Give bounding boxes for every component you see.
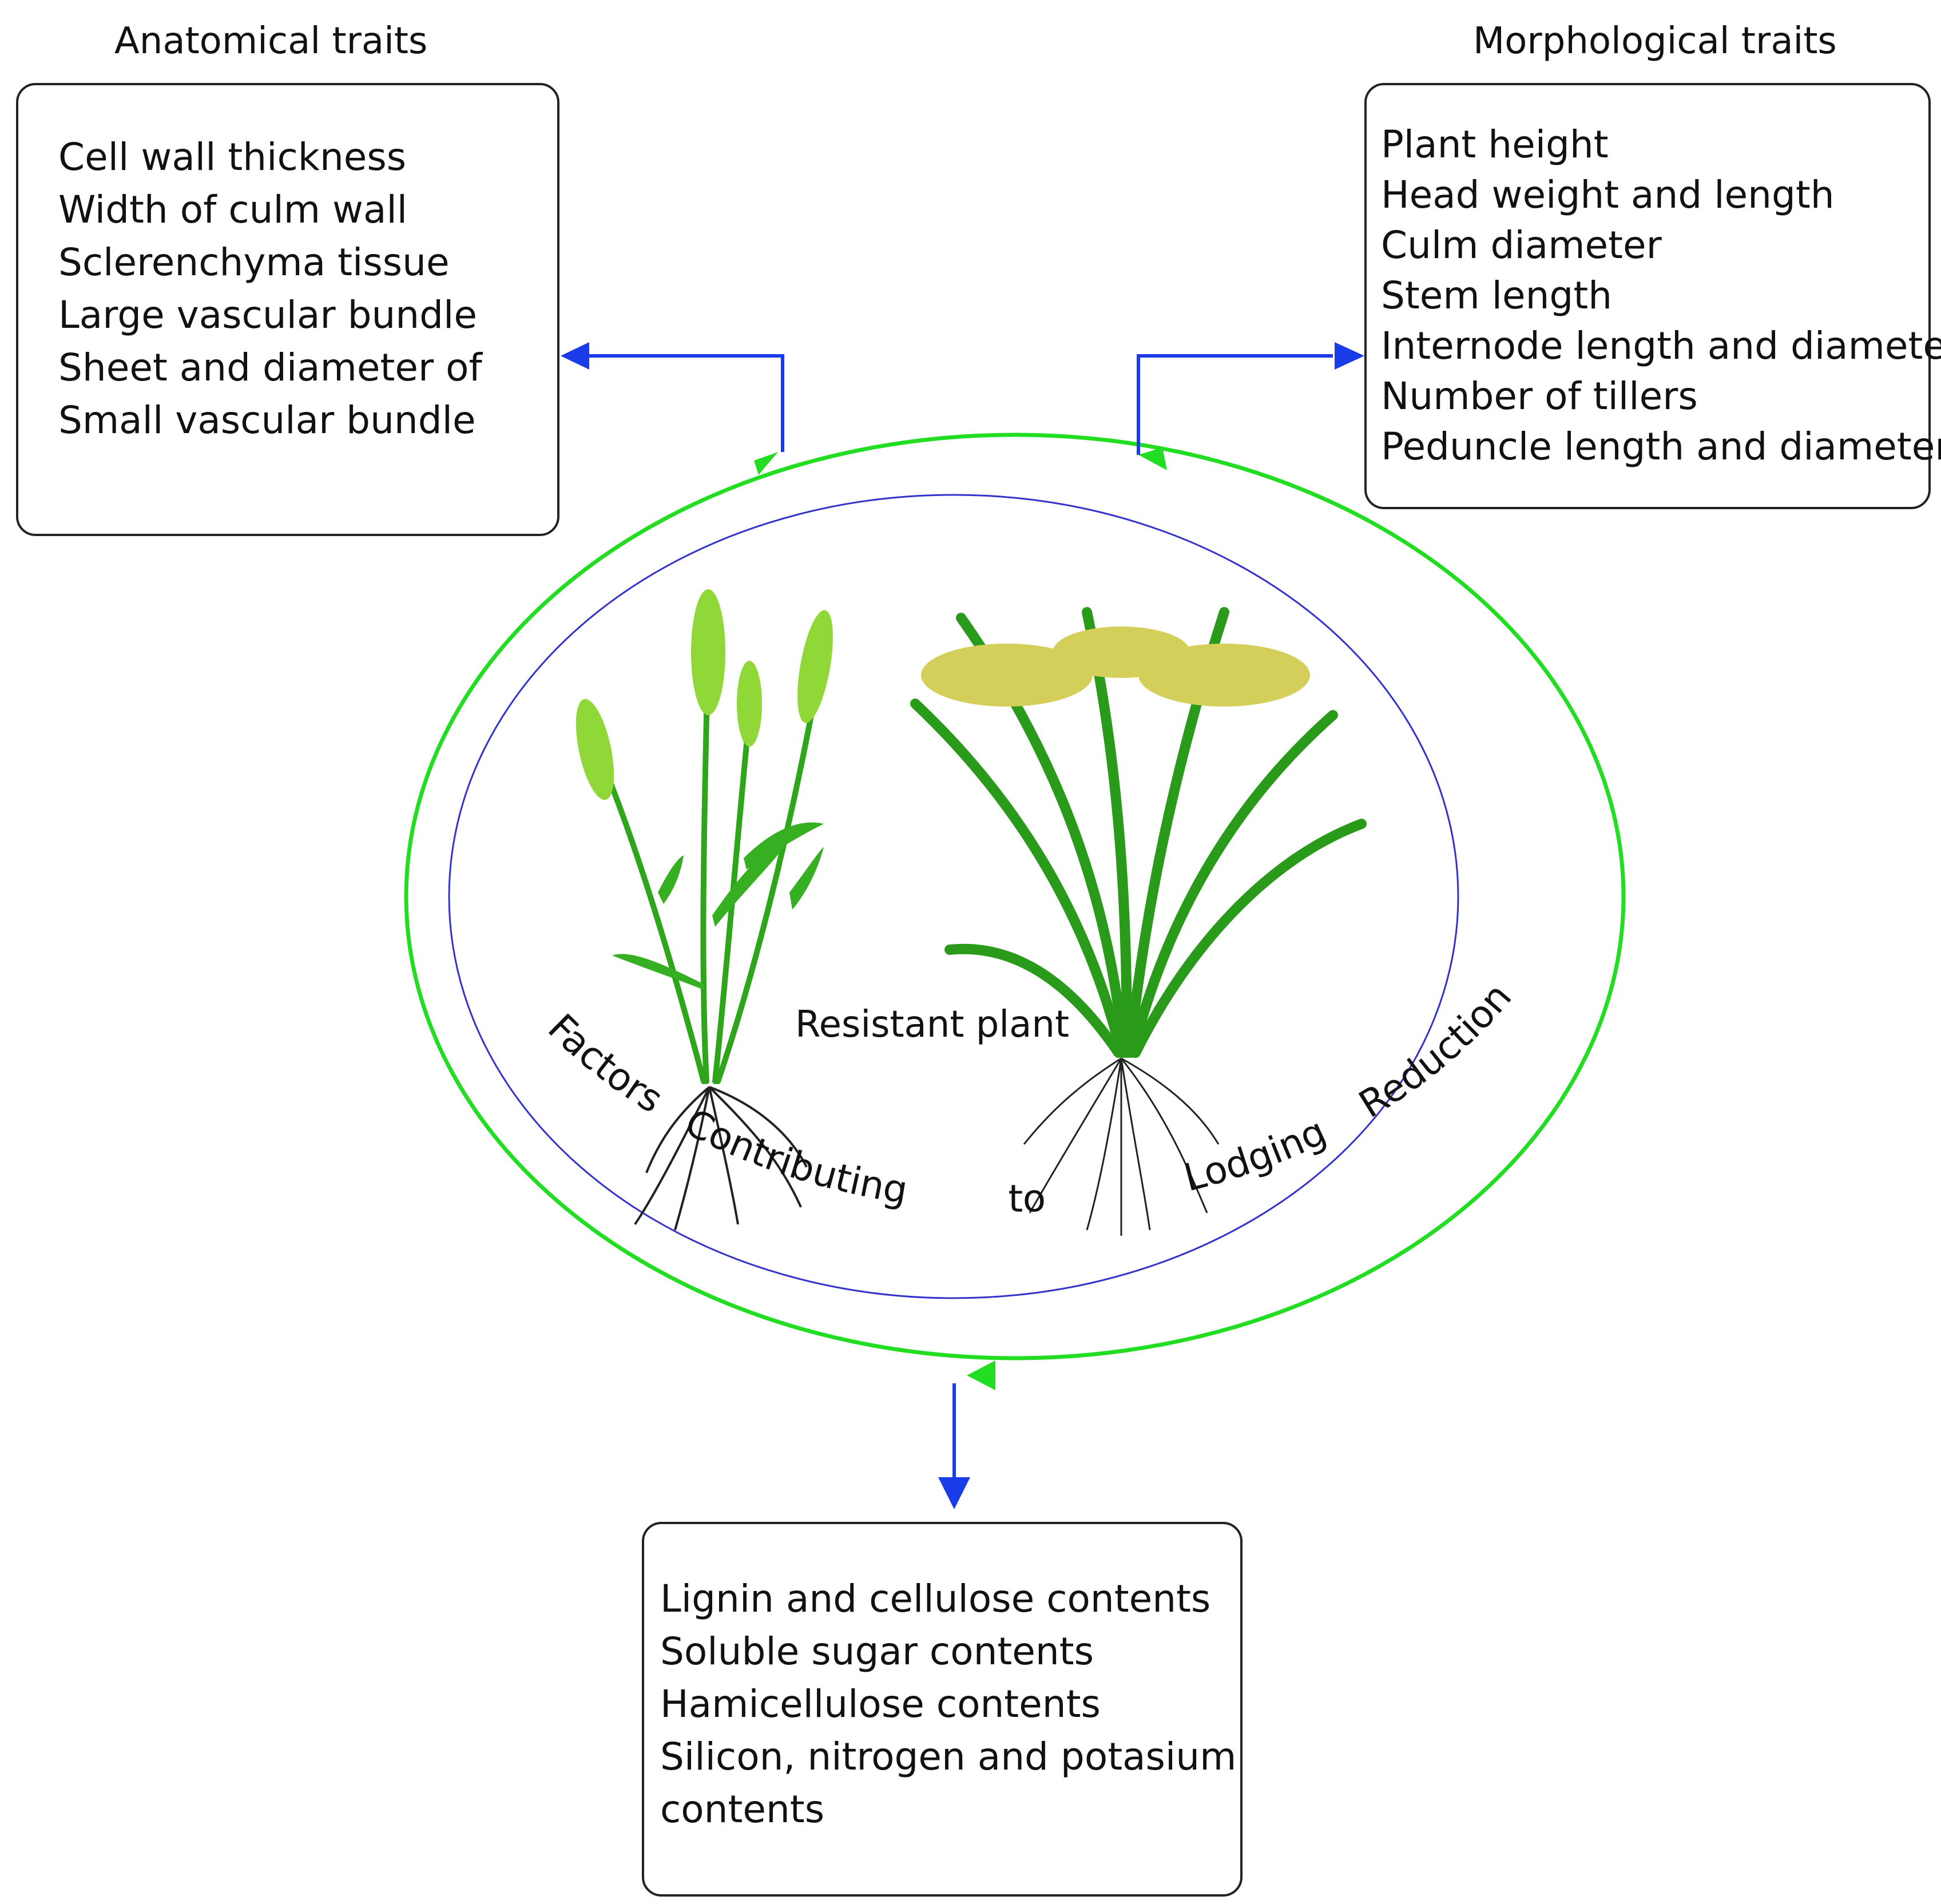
chemical-item: Lignin and cellulose contents xyxy=(660,1577,1211,1621)
connector-to-morphological xyxy=(1137,342,1364,455)
ring-arrowhead-right xyxy=(1138,447,1167,470)
anatomical-item: Cell wall thickness xyxy=(58,135,407,179)
anatomical-item: Small vascular bundle xyxy=(58,398,476,442)
morphological-item: Stem length xyxy=(1381,273,1613,318)
outer-ring xyxy=(404,433,1626,1360)
anatomical-item: Sheet and diameter of xyxy=(58,346,482,390)
ring-arrowhead-left xyxy=(754,452,778,475)
resistant-plant-label: Resistant plant xyxy=(795,1003,1069,1046)
connector-to-chemical xyxy=(938,1383,970,1509)
chemical-item: Soluble sugar contents xyxy=(660,1629,1094,1673)
circle-word-reduction: Reduction xyxy=(1351,975,1520,1126)
connector-to-anatomical xyxy=(561,342,784,452)
morphological-item: Internode length and diameter xyxy=(1381,324,1941,368)
chemical-item: contents xyxy=(660,1787,825,1831)
anatomical-item: Width of culm wall xyxy=(58,188,408,232)
circle-word-factors: Factors xyxy=(539,1005,670,1121)
morphological-item: Peduncle length and diameter xyxy=(1381,425,1941,469)
rice-plant-illustration xyxy=(910,607,1367,1236)
anatomical-traits-box: Cell wall thickness Width of culm wall S… xyxy=(16,83,559,536)
anatomical-item: Large vascular bundle xyxy=(58,293,477,337)
inner-ring xyxy=(448,494,1459,1299)
morphological-item: Culm diameter xyxy=(1381,223,1662,267)
anatomical-item: Sclerenchyma tissue xyxy=(58,240,450,284)
morphological-traits-box: Plant height Head weight and length Culm… xyxy=(1364,83,1941,509)
chemical-item: Hamicellulose contents xyxy=(660,1682,1101,1726)
morphological-item: Plant height xyxy=(1381,122,1609,166)
morphological-item: Number of tillers xyxy=(1381,374,1698,418)
ring-arrowhead-bottom xyxy=(967,1360,995,1390)
chemical-item: Silicon, nitrogen and potasium xyxy=(660,1735,1237,1779)
morphological-item: Head weight and length xyxy=(1381,173,1835,217)
morphological-traits-heading: Morphological traits xyxy=(1473,20,1837,62)
wheat-plant-illustration xyxy=(575,589,833,1231)
chemical-traits-box: Lignin and cellulose contents Soluble su… xyxy=(642,1522,1243,1897)
circle-word-to: to xyxy=(1008,1176,1046,1221)
anatomical-traits-heading: Anatomical traits xyxy=(114,20,428,62)
